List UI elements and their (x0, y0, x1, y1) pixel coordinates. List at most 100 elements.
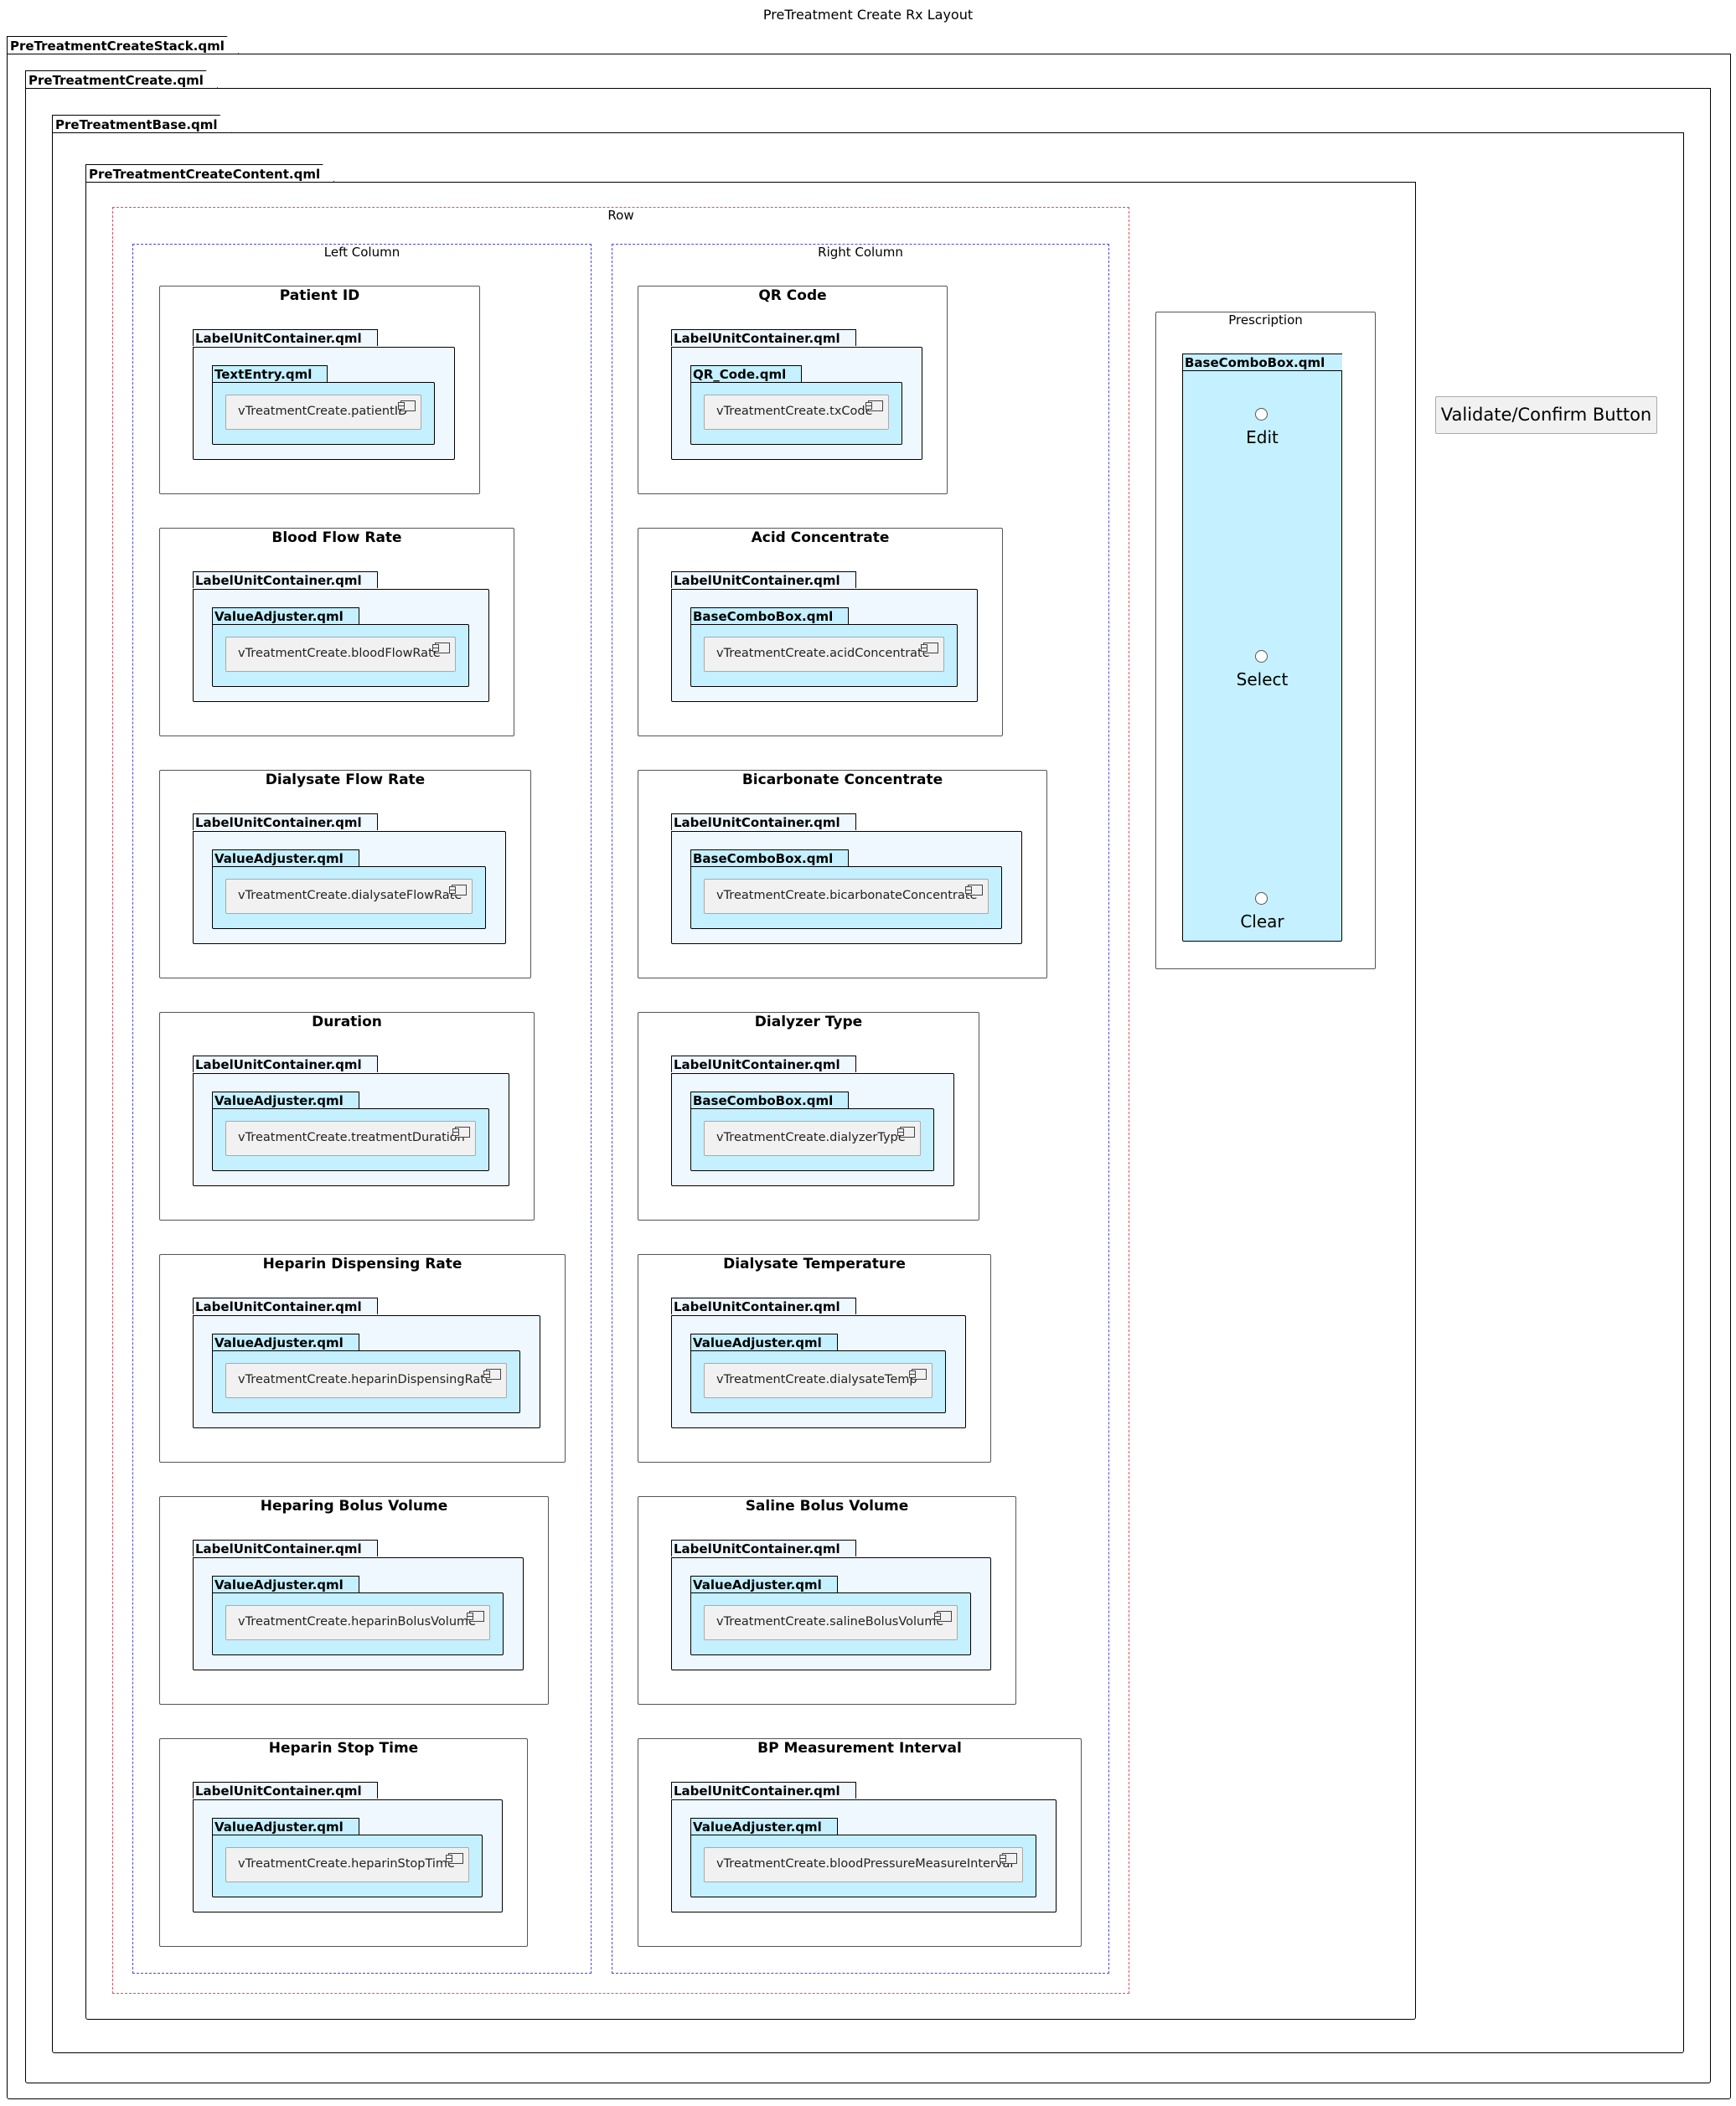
interface-clear[interactable] (1255, 892, 1268, 905)
component-icon (398, 400, 416, 411)
left-component: vTreatmentCreate.heparinDispensingRate (225, 1363, 507, 1398)
right-widget-tab: ValueAdjuster.qml (690, 1334, 838, 1350)
left-widget-tab: ValueAdjuster.qml (212, 1334, 359, 1350)
right-card-title: Saline Bolus Volume (745, 1498, 909, 1515)
label-unit-container-tab: LabelUnitContainer.qml (193, 1782, 378, 1799)
package-stack (7, 54, 1731, 2099)
right-component: vTreatmentCreate.acidConcentrate (704, 637, 944, 672)
component-label: vTreatmentCreate.txCode (716, 405, 873, 418)
component-label: vTreatmentCreate.heparinBolusVolume (238, 1615, 477, 1629)
package-tab-base: PreTreatmentBase.qml (52, 115, 232, 132)
right-card-title: Acid Concentrate (751, 529, 890, 546)
package-create (25, 88, 1711, 2083)
component-label: vTreatmentCreate.treatmentDuration (238, 1131, 465, 1144)
label-unit-container-tab: LabelUnitContainer.qml (193, 1056, 378, 1072)
interface-clear-label: Clear (1240, 911, 1284, 932)
label-unit-container-tab: LabelUnitContainer.qml (671, 1540, 856, 1556)
component-label: vTreatmentCreate.dialysateTemp (716, 1373, 917, 1386)
prescription-combo-tab: BaseComboBox.qml (1182, 354, 1342, 370)
left-card-title: Heparin Stop Time (268, 1740, 419, 1757)
label-unit-container-tab: LabelUnitContainer.qml (193, 571, 378, 588)
component-icon (452, 1127, 470, 1138)
right-column-label: Right Column (818, 245, 903, 260)
row-label: Row (607, 208, 634, 223)
component-icon (897, 1127, 915, 1138)
left-component: vTreatmentCreate.bloodFlowRate (225, 637, 456, 672)
prescription-title: Prescription (1228, 312, 1303, 328)
interface-select-label: Select (1236, 669, 1289, 689)
left-widget-tab: ValueAdjuster.qml (212, 607, 359, 624)
component-label: vTreatmentCreate.dialysateFlowRate (238, 889, 462, 902)
label-unit-container-tab: LabelUnitContainer.qml (671, 1782, 856, 1799)
left-card-title: Duration (312, 1014, 382, 1030)
diagram-title: PreTreatment Create Rx Layout (762, 7, 974, 23)
right-component: vTreatmentCreate.dialysateTemp (704, 1363, 933, 1398)
left-component: vTreatmentCreate.heparinBolusVolume (225, 1605, 490, 1640)
left-card-title: Heparing Bolus Volume (260, 1498, 448, 1515)
package-base (52, 132, 1684, 2053)
component-icon (467, 1611, 484, 1622)
component-icon (449, 885, 467, 896)
left-widget-tab: ValueAdjuster.qml (212, 1576, 359, 1592)
right-widget-tab: BaseComboBox.qml (690, 607, 850, 624)
component-label: vTreatmentCreate.heparinDispensingRate (238, 1373, 493, 1386)
right-card-title: Dialysate Temperature (723, 1256, 906, 1272)
interface-edit[interactable] (1255, 408, 1268, 421)
left-card-title: Blood Flow Rate (271, 529, 402, 546)
interface-edit-label: Edit (1246, 427, 1279, 447)
component-label: vTreatmentCreate.heparinStopTime (238, 1857, 455, 1871)
left-widget-tab: ValueAdjuster.qml (212, 1092, 359, 1108)
component-label: vTreatmentCreate.bicarbonateConcentrate (716, 889, 978, 902)
left-widget-tab: TextEntry.qml (212, 365, 328, 382)
component-label: vTreatmentCreate.bloodPressureMeasureInt… (716, 1857, 1014, 1871)
left-component: vTreatmentCreate.heparinStopTime (225, 1847, 469, 1882)
label-unit-container-tab: LabelUnitContainer.qml (193, 329, 378, 346)
right-card-title: BP Measurement Interval (757, 1740, 962, 1757)
component-icon (1000, 1853, 1017, 1864)
right-column (612, 244, 1109, 1974)
left-component: vTreatmentCreate.dialysateFlowRate (225, 879, 473, 914)
label-unit-container-tab: LabelUnitContainer.qml (671, 1056, 856, 1072)
package-tab-create: PreTreatmentCreate.qml (25, 70, 218, 88)
right-component: vTreatmentCreate.bicarbonateConcentrate (704, 879, 989, 914)
package-content (85, 182, 1416, 2020)
right-card-title: Dialyzer Type (754, 1014, 863, 1030)
component-icon (965, 885, 983, 896)
left-component: vTreatmentCreate.patientID (225, 395, 421, 430)
left-component: vTreatmentCreate.treatmentDuration (225, 1121, 476, 1156)
left-widget-tab: ValueAdjuster.qml (212, 849, 359, 866)
label-unit-container-tab: LabelUnitContainer.qml (193, 1298, 378, 1314)
right-component: vTreatmentCreate.dialyzerType (704, 1121, 921, 1156)
component-label: vTreatmentCreate.acidConcentrate (716, 647, 930, 660)
component-label: vTreatmentCreate.patientID (238, 405, 408, 418)
component-icon (921, 643, 938, 653)
validate-confirm-button[interactable]: Validate/Confirm Button (1435, 396, 1657, 434)
right-widget-tab: BaseComboBox.qml (690, 849, 850, 866)
left-column-label: Left Column (323, 245, 400, 260)
label-unit-container-tab: LabelUnitContainer.qml (671, 813, 856, 830)
right-widget-tab: ValueAdjuster.qml (690, 1818, 838, 1835)
right-widget-tab: QR_Code.qml (690, 365, 803, 382)
component-icon (446, 1853, 463, 1864)
package-tab-content: PreTreatmentCreateContent.qml (85, 164, 334, 182)
component-label: vTreatmentCreate.bloodFlowRate (238, 647, 441, 660)
component-icon (483, 1369, 501, 1380)
right-card-title: Bicarbonate Concentrate (741, 772, 943, 788)
right-component: vTreatmentCreate.salineBolusVolume (704, 1605, 958, 1640)
component-label: vTreatmentCreate.salineBolusVolume (716, 1615, 944, 1629)
right-card-title: QR Code (758, 287, 827, 304)
left-widget-tab: ValueAdjuster.qml (212, 1818, 359, 1835)
label-unit-container-tab: LabelUnitContainer.qml (193, 1540, 378, 1556)
left-card-title: Patient ID (279, 287, 360, 304)
left-column (132, 244, 592, 1974)
component-icon (909, 1369, 927, 1380)
package-tab-stack: PreTreatmentCreateStack.qml (7, 36, 239, 54)
component-label: vTreatmentCreate.dialyzerType (716, 1131, 906, 1144)
label-unit-container-tab: LabelUnitContainer.qml (193, 813, 378, 830)
interface-select[interactable] (1255, 650, 1268, 663)
right-component: vTreatmentCreate.bloodPressureMeasureInt… (704, 1847, 1023, 1882)
label-unit-container-tab: LabelUnitContainer.qml (671, 571, 856, 588)
left-card-title: Dialysate Flow Rate (265, 772, 426, 788)
left-card-title: Heparin Dispensing Rate (262, 1256, 462, 1272)
component-icon (865, 400, 883, 411)
